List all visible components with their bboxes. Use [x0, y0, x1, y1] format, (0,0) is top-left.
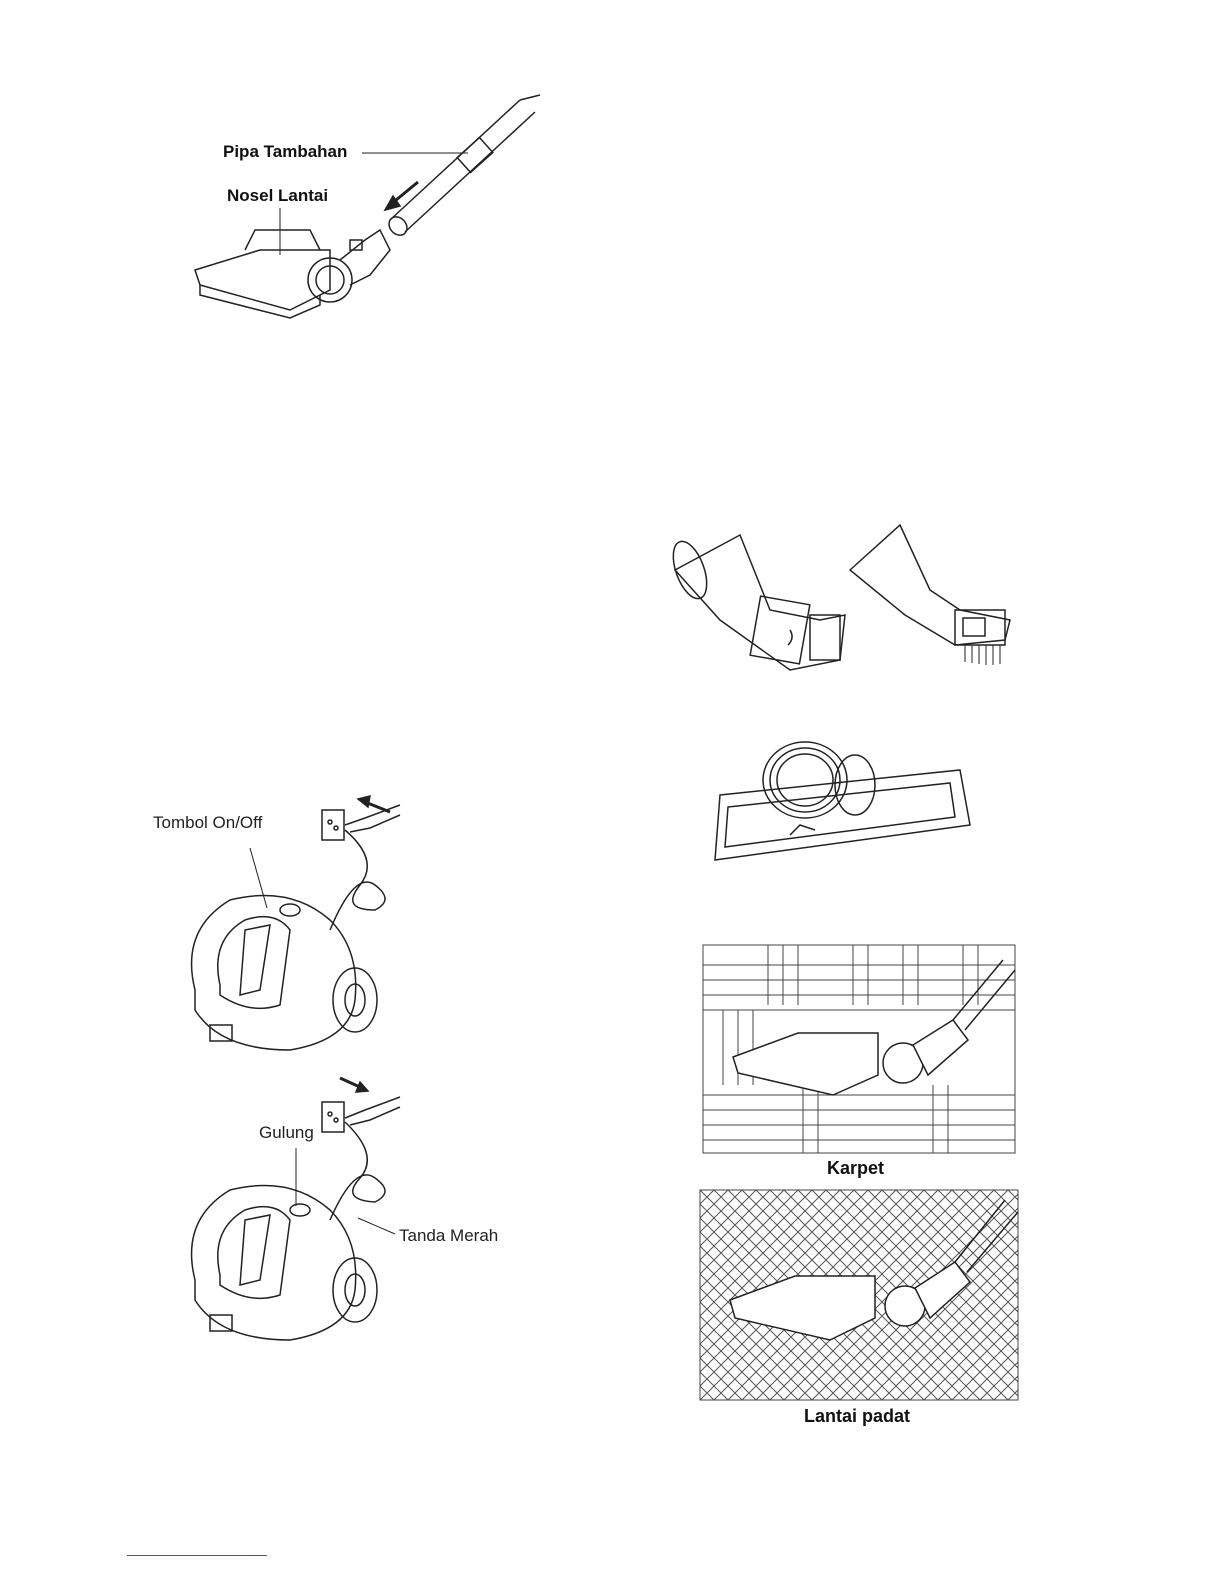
floor-nozzle-icon — [703, 945, 1015, 1153]
figure-crevice-tools — [660, 520, 1030, 685]
figure-carpet: Karpet — [703, 945, 1015, 1180]
hardfloor-caption: Lantai padat — [804, 1406, 910, 1427]
leader-lines — [180, 90, 560, 330]
footer-rule — [127, 1555, 267, 1556]
leader-lines-3 — [190, 1070, 510, 1370]
figure-vacuum-rewind: Gulung Tanda Merah — [190, 1070, 510, 1370]
figure-nozzle-pipe: Pipa Tambahan Nosel Lantai — [180, 90, 560, 330]
figure-hardfloor: Lantai padat — [700, 1190, 1018, 1425]
carpet-caption: Karpet — [827, 1158, 884, 1179]
figure-vacuum-power: Tombol On/Off — [150, 790, 410, 1060]
figure-upholstery-nozzle — [700, 735, 980, 865]
upholstery-nozzle-icon — [700, 735, 980, 865]
floor-nozzle-icon — [700, 1190, 1018, 1400]
leader-lines-2 — [150, 790, 410, 1060]
crevice-tool-icon — [660, 520, 1030, 685]
